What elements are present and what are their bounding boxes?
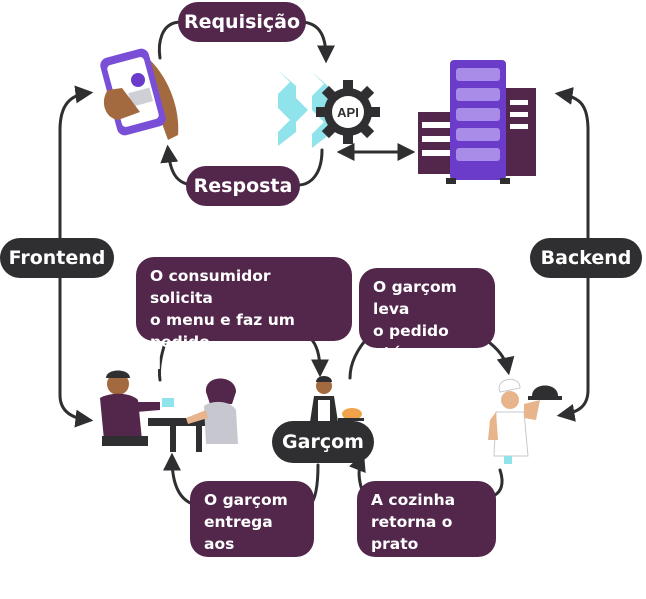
arrow-resposta-right bbox=[296, 148, 324, 187]
resposta-text: Resposta bbox=[193, 175, 293, 197]
frontend-label: Frontend bbox=[0, 238, 114, 278]
api-label: API bbox=[337, 105, 359, 120]
arrow-requisicao-left bbox=[157, 20, 183, 60]
arrow-cozinha-right bbox=[493, 468, 504, 497]
chef-icon bbox=[488, 378, 562, 464]
backend-text: Backend bbox=[540, 247, 632, 269]
requisicao-label: Requisição bbox=[178, 2, 306, 42]
diagram-canvas: API bbox=[58, 20, 590, 507]
api-gear-icon: API bbox=[278, 70, 380, 148]
arrow-leva-right bbox=[484, 338, 515, 376]
customers-table-icon bbox=[100, 370, 238, 452]
garcom-text: Garçom bbox=[282, 431, 364, 453]
backend-label: Backend bbox=[530, 238, 642, 278]
box-entrega: O garçom entrega aos usuários bbox=[190, 481, 314, 575]
box-consumidor: O consumidor solicita o menu e faz um pe… bbox=[136, 257, 352, 373]
box-leva: O garçom leva o pedido até a cozinha bbox=[359, 268, 495, 384]
arrow-backend bbox=[554, 86, 590, 242]
frontend-text: Frontend bbox=[8, 247, 106, 269]
server-rack-icon bbox=[418, 60, 536, 184]
arrow-backend-down bbox=[556, 273, 590, 422]
garcom-label: Garçom bbox=[272, 421, 374, 463]
box-cozinha: A cozinha retorna o prato para o garçom bbox=[357, 481, 496, 597]
smartphone-hand-icon bbox=[100, 48, 179, 140]
arrow-frontend bbox=[58, 85, 94, 242]
arrow-frontend-down bbox=[58, 273, 94, 428]
waitress-icon bbox=[310, 376, 364, 422]
resposta-label: Resposta bbox=[186, 166, 300, 206]
requisicao-text: Requisição bbox=[183, 11, 301, 33]
